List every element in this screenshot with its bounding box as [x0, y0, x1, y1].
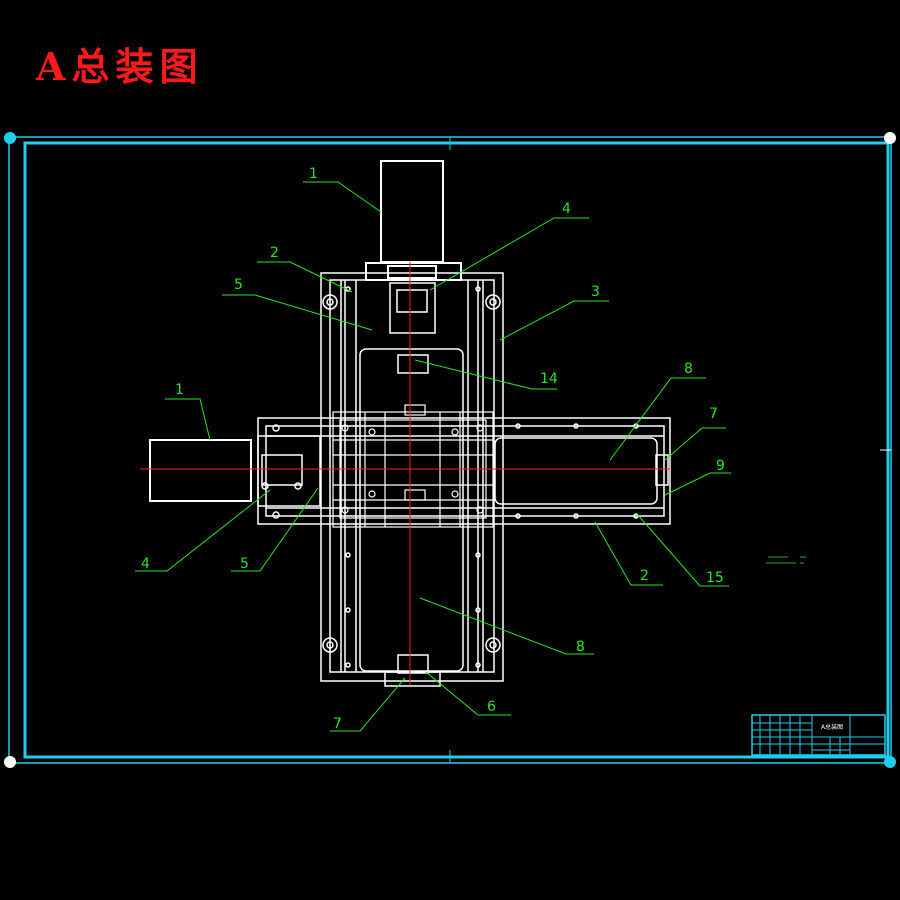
- top-motor: [365, 160, 462, 281]
- technical-notes: [766, 556, 806, 564]
- title-block-drawing-name: A总装图: [821, 723, 843, 731]
- callout-2-bottom: 2: [640, 568, 649, 584]
- callout-4-top: 4: [562, 201, 571, 217]
- callout-8-bottom: 8: [576, 639, 585, 655]
- callout-2-top: 2: [270, 245, 279, 261]
- left-motor: [149, 439, 252, 502]
- centerlines: [140, 262, 670, 685]
- frame-corner-marks: [4, 132, 896, 768]
- y-axis-module: [320, 272, 504, 687]
- callout-5-bottom: 5: [240, 556, 249, 572]
- callout-3-right: 3: [591, 284, 600, 300]
- title-block: [751, 714, 886, 756]
- callout-4-bottom: 4: [141, 556, 150, 572]
- callout-1-left: 1: [175, 382, 184, 398]
- callout-14: 14: [540, 371, 558, 387]
- callout-9: 9: [716, 458, 725, 474]
- callout-7-bottom: 7: [333, 716, 342, 732]
- callout-1-top: 1: [309, 166, 318, 182]
- callout-7-right: 7: [709, 406, 718, 422]
- callout-labels: 1 2 4 5 3 14 1 8 7 9 4 5 2 15 8 7 6: [141, 166, 725, 732]
- drawing-frame: [8, 136, 892, 764]
- page-title: A总装图: [36, 44, 204, 89]
- leader-lines: [135, 181, 731, 732]
- callout-6: 6: [487, 699, 496, 715]
- y-axis-bolts: [322, 286, 501, 668]
- callout-15: 15: [706, 570, 724, 586]
- x-axis-bolts: [261, 423, 639, 519]
- callout-8-right: 8: [684, 361, 693, 377]
- x-axis-module: [257, 417, 671, 525]
- callout-5-top: 5: [234, 277, 243, 293]
